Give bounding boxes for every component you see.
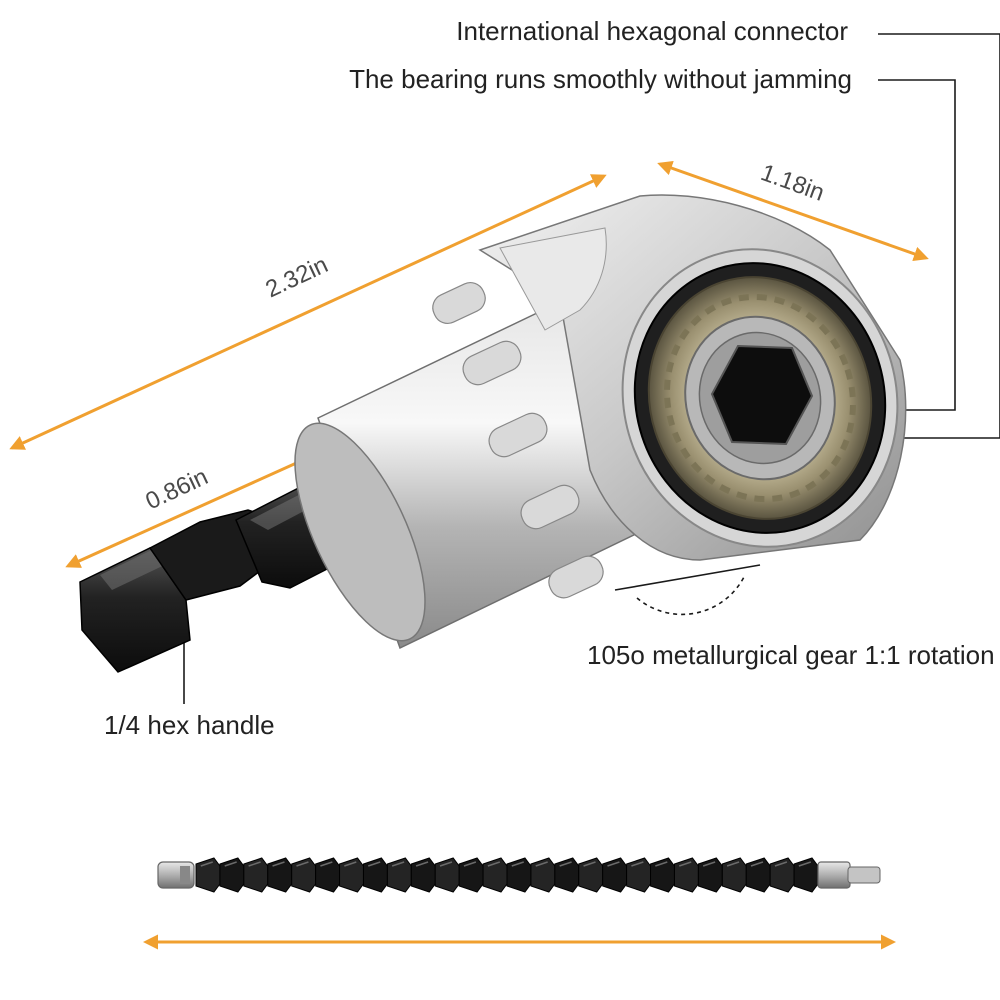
flex-shaft-segment-highlight — [415, 861, 429, 867]
flex-shaft-right-sleeve — [817, 861, 851, 889]
flex-shaft-segment-highlight — [344, 861, 357, 867]
flex-shaft-segment-highlight — [798, 861, 812, 867]
flex-shaft-segment-highlight — [655, 861, 668, 867]
shank-length-label: 0.86in — [141, 463, 212, 515]
flex-shaft-segment-highlight — [320, 861, 333, 867]
flex-shaft-segment-highlight — [511, 861, 524, 867]
head-width-label: 1.18in — [757, 159, 828, 207]
flex-shaft-segment-highlight — [631, 861, 644, 867]
overall-length-label: 2.32in — [261, 251, 332, 303]
flex-shaft-hex-bit — [847, 866, 881, 884]
flex-shaft-segment-highlight — [535, 861, 548, 867]
hex-socket-icon — [710, 344, 814, 446]
overall-length-arrow — [9, 174, 607, 450]
hex-connector-callout: International hexagonal connector — [456, 16, 848, 46]
flex-shaft-segment-highlight — [702, 861, 716, 867]
flexible-shaft-icon — [157, 857, 881, 893]
flex-shaft-segment-highlight — [248, 861, 261, 867]
flex-shaft-segment-highlight — [296, 861, 309, 867]
flex-shaft-segment-highlight — [224, 861, 237, 867]
bearing-callout: The bearing runs smoothly without jammin… — [349, 64, 852, 94]
right-angle-adapter-icon — [79, 194, 907, 673]
flex-shaft-segment-highlight — [559, 861, 572, 867]
shank-length-arrow — [65, 454, 315, 568]
flex-shaft-segment-highlight — [679, 861, 692, 867]
flex-shaft-segment-highlight — [200, 861, 213, 867]
gear-leader — [614, 564, 761, 616]
flex-shaft-segment-highlight — [463, 861, 477, 867]
flex-shaft-segment-highlight — [391, 861, 405, 867]
flex-shaft-segment-highlight — [583, 861, 596, 867]
flex-shaft-segment-highlight — [487, 861, 501, 867]
hex-handle-callout: 1/4 hex handle — [104, 710, 275, 740]
flex-shaft-segment-highlight — [726, 861, 740, 867]
flex-shaft-segment-highlight — [607, 861, 620, 867]
flex-shaft-segment-highlight — [368, 861, 381, 867]
gear-callout: 105o metallurgical gear 1:1 rotation — [587, 640, 995, 670]
flex-shaft-segment-highlight — [750, 861, 764, 867]
flex-shaft-segment-highlight — [774, 861, 788, 867]
flex-shaft-segments — [195, 857, 819, 893]
flex-shaft-segment-highlight — [272, 861, 285, 867]
head-width-arrow — [657, 160, 929, 262]
flex-shaft-segment-highlight — [439, 861, 453, 867]
adapter-body — [294, 281, 641, 650]
